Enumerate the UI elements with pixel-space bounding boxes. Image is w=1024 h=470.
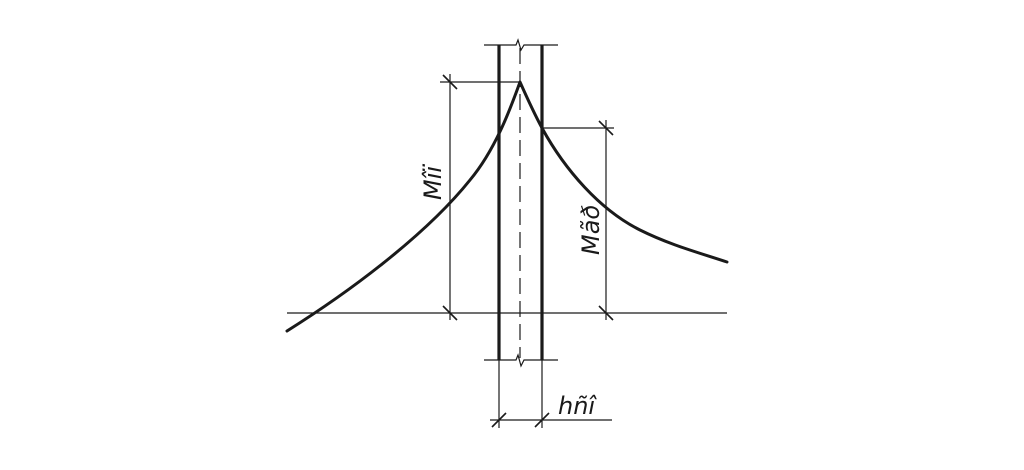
dim-width-tick-left (491, 412, 507, 428)
dim-support-tick-top (442, 74, 458, 90)
dim-face-tick-bottom (598, 305, 614, 321)
moment-curve (285, 80, 729, 333)
label-support-moment: Mîï (419, 164, 447, 200)
label-face-moment: Mãð (577, 205, 605, 255)
dim-support-tick-bottom (442, 305, 458, 321)
dim-width-tick-right (534, 412, 550, 428)
dim-face-tick-top (598, 120, 614, 136)
column-break-bottom (484, 353, 558, 368)
label-column-width: hñî (558, 392, 597, 420)
column-break-top (484, 38, 558, 52)
